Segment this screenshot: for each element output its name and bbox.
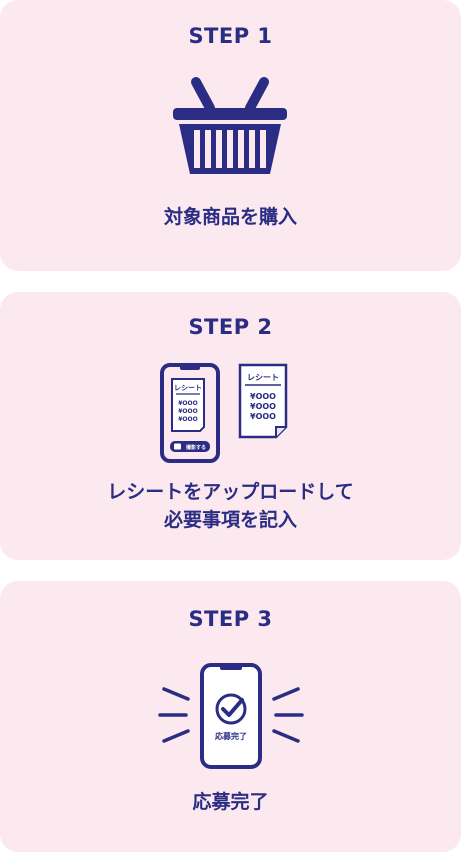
step2-caption-line2: 必要事項を記入: [163, 509, 297, 531]
phone-receipt-line-1: ¥OOO: [178, 400, 197, 407]
step3-title: STEP 3: [188, 607, 273, 631]
receipt-line-2: ¥OOO: [250, 402, 276, 411]
camera-button-label: 撮影する: [186, 444, 206, 451]
phone-complete-label: 応募完了: [215, 731, 247, 741]
step3-card: STEP 3 応募完了 応募完了: [0, 581, 461, 852]
phone-receipt-line-3: ¥OOO: [178, 416, 197, 423]
receipt-title: レシート: [247, 373, 279, 382]
phone-complete-icon: 応募完了: [158, 663, 304, 769]
phone-receipt-icon: レシート ¥OOO ¥OOO ¥OOO 撮影する: [160, 363, 220, 463]
camera-icon: [174, 443, 181, 450]
shopping-basket-icon: [173, 77, 287, 174]
step2-caption: レシートをアップロードして 必要事項を記入: [0, 478, 461, 534]
receipt-icon: レシート ¥OOO ¥OOO ¥OOO: [238, 363, 288, 439]
phone-receipt-title: レシート: [174, 384, 202, 392]
step2-title: STEP 2: [188, 315, 273, 339]
step1-title: STEP 1: [188, 24, 273, 48]
step3-caption: 応募完了: [192, 791, 269, 813]
step2-caption-line1: レシートをアップロードして: [107, 481, 354, 503]
check-circle-icon: [215, 693, 247, 725]
step1-caption: 対象商品を購入: [163, 206, 297, 228]
receipt-line-1: ¥OOO: [250, 392, 276, 401]
step1-card: STEP 1 対象商品を購入: [0, 0, 461, 271]
phone-receipt-line-2: ¥OOO: [178, 408, 197, 415]
step2-card: STEP 2 レシート ¥OOO ¥OOO ¥OOO 撮影する レシート ¥OO…: [0, 292, 461, 560]
receipt-line-3: ¥OOO: [250, 412, 276, 421]
